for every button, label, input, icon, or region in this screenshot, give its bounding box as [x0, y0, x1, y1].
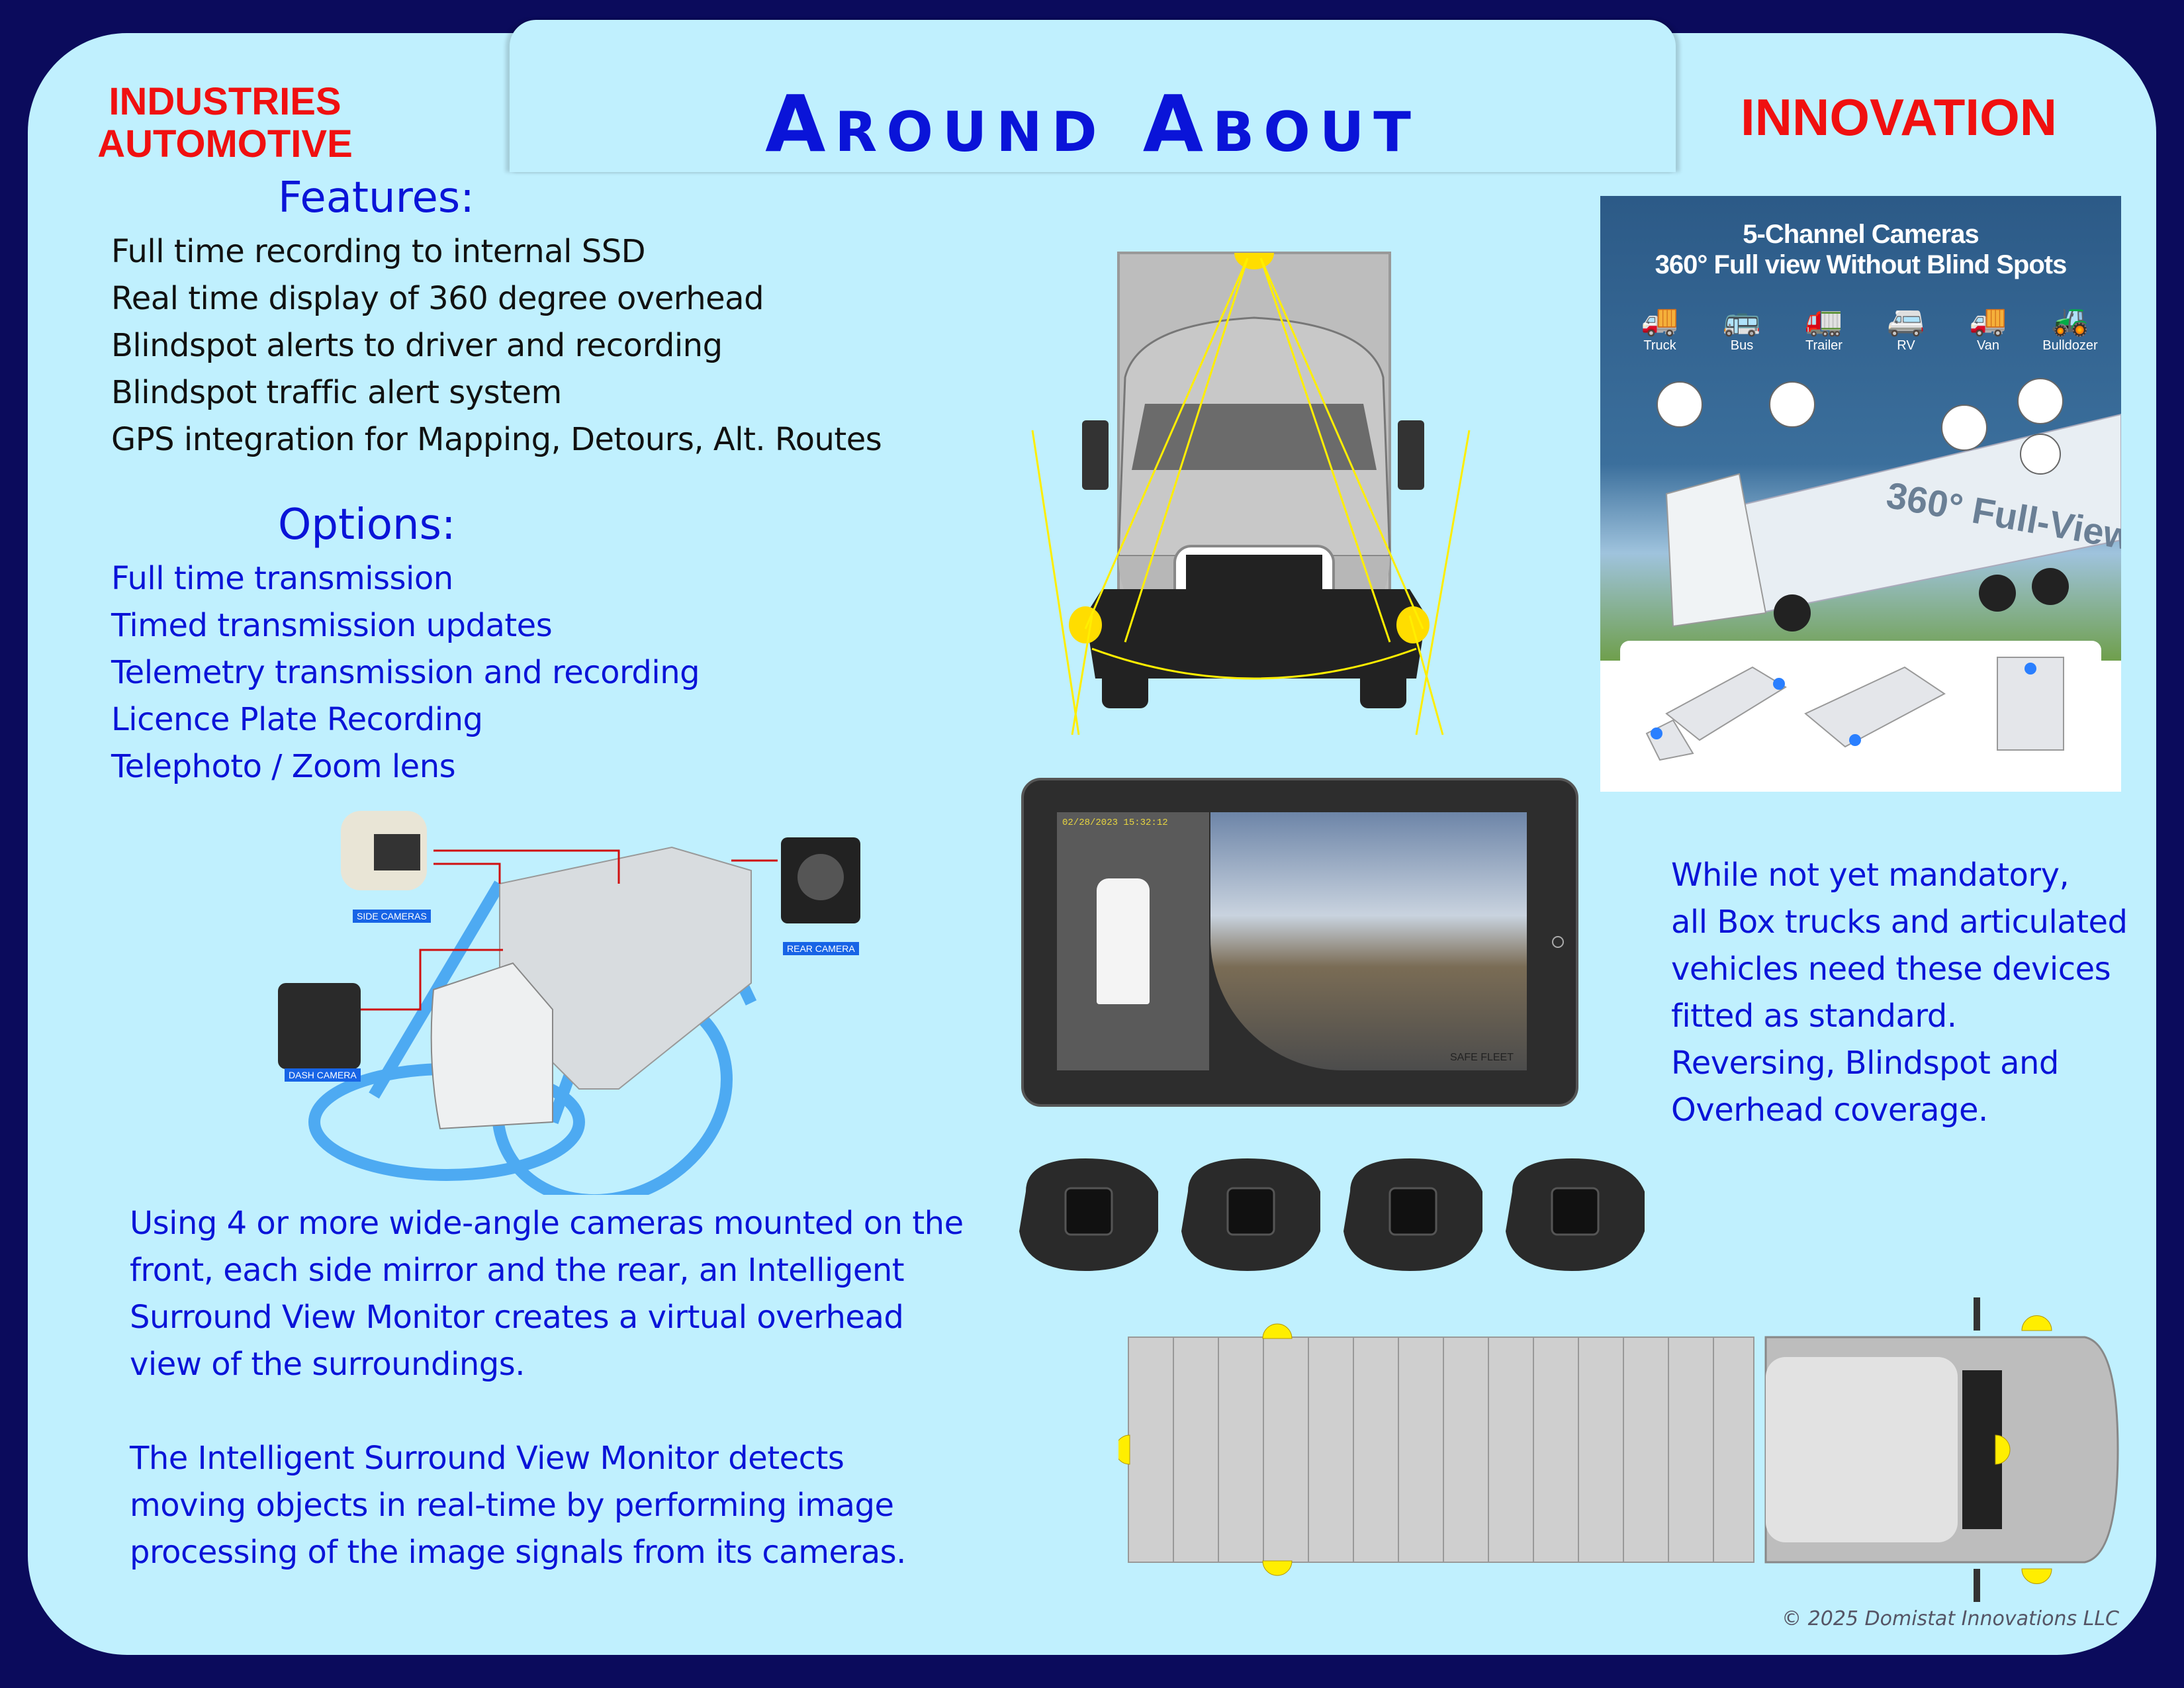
bulldozer-icon: 🚜	[2051, 303, 2089, 337]
vehicle-label: Bulldozer	[2042, 338, 2098, 353]
paragraph-line: view of the surroundings.	[130, 1346, 525, 1383]
vehicle-label: Van	[1976, 338, 2000, 353]
vehicle-icons: 🚚Truck 🚌Bus 🚛Trailer 🚐RV 🚚Van 🚜Bulldozer	[1627, 302, 2103, 353]
truck-front-diagram	[1031, 252, 1471, 735]
camera-placement-views	[1620, 641, 2101, 776]
truck-360-image: 360° Full-View	[1657, 378, 2121, 632]
product-inset: 5-Channel Cameras 360° Full view Without…	[1600, 196, 2121, 792]
option-item: Timed transmission updates	[111, 607, 553, 644]
timestamp: 02/28/2023 15:32:12	[1062, 818, 1168, 828]
option-item: Full time transmission	[111, 560, 453, 597]
paragraph-line: Surround View Monitor creates a virtual …	[130, 1299, 904, 1336]
vehicle-label: Truck	[1643, 338, 1676, 353]
rear-camera-view: SAFE FLEET	[1210, 812, 1527, 1070]
option-item: Licence Plate Recording	[111, 701, 483, 738]
truck-top-view-diagram	[1118, 1297, 2119, 1602]
feature-item: Full time recording to internal SSD	[111, 233, 646, 270]
camera-placement-diagram	[278, 811, 860, 1195]
vehicle-rv: 🚐RV	[1873, 302, 1939, 353]
description-line: vehicles need these devices	[1671, 951, 2111, 988]
feature-item: Blindspot traffic alert system	[111, 374, 562, 411]
title-tab	[510, 20, 1676, 172]
paragraph-line: Using 4 or more wide-angle cameras mount…	[130, 1205, 964, 1242]
brand-logo: SAFE FLEET	[1449, 1052, 1514, 1063]
option-item: Telemetry transmission and recording	[111, 654, 700, 691]
power-button[interactable]	[1552, 936, 1564, 948]
inset-title: 5-Channel Cameras	[1743, 220, 1979, 249]
option-item: Telephoto / Zoom lens	[111, 748, 456, 785]
description-line: Overhead coverage.	[1671, 1092, 1988, 1129]
vehicle-bulldozer: 🚜Bulldozer	[2037, 302, 2103, 353]
rear-camera-label: REAR CAMERA	[783, 942, 859, 955]
camera-units	[1019, 1158, 1645, 1271]
feature-item: Real time display of 360 degree overhead	[111, 280, 764, 317]
feature-item: GPS integration for Mapping, Detours, Al…	[111, 421, 882, 458]
options-heading: Options:	[278, 500, 456, 549]
vehicle-truck: 🚚Truck	[1627, 302, 1693, 353]
page-title: Around About	[765, 78, 1420, 169]
paragraph-line: front, each side mirror and the rear, an…	[130, 1252, 905, 1289]
industries-text: INDUSTRIES	[109, 80, 341, 123]
paragraph-line: moving objects in real-time by performin…	[130, 1487, 894, 1524]
vehicle-overhead	[1097, 878, 1150, 1004]
inset-subtitle: 360° Full view Without Blind Spots	[1655, 250, 2068, 279]
truck-icon: 🚚	[1641, 303, 1679, 337]
description-line: While not yet mandatory,	[1671, 857, 2070, 894]
vehicle-label: Bus	[1730, 338, 1754, 353]
description-line: Reversing, Blindspot and	[1671, 1045, 2059, 1082]
paragraph-line: processing of the image signals from its…	[130, 1534, 906, 1571]
description-line: fitted as standard.	[1671, 998, 1957, 1035]
vehicle-label: Trailer	[1805, 338, 1843, 353]
surround-view-monitor: 02/28/2023 15:32:12 SAFE FLEET	[1021, 778, 1578, 1107]
vehicle-trailer: 🚛Trailer	[1791, 302, 1857, 353]
bus-icon: 🚌	[1723, 303, 1761, 337]
vehicle-van: 🚚Van	[1955, 302, 2021, 353]
copyright: © 2025 Domistat Innovations LLC	[1782, 1607, 2119, 1630]
features-heading: Features:	[278, 173, 475, 222]
vehicle-bus: 🚌Bus	[1709, 302, 1775, 353]
automotive-text: AUTOMOTIVE	[97, 122, 353, 165]
industry-label: INDUSTRIES AUTOMOTIVE	[93, 81, 357, 165]
rv-icon: 🚐	[1887, 303, 1925, 337]
side-cameras-label: SIDE CAMERAS	[353, 910, 431, 923]
description-line: all Box trucks and articulated	[1671, 904, 2128, 941]
dash-camera-label: DASH CAMERA	[285, 1068, 361, 1082]
innovation-label: INNOVATION	[1741, 88, 2058, 146]
vehicle-label: RV	[1897, 338, 1915, 353]
van-icon: 🚚	[1969, 303, 2007, 337]
feature-item: Blindspot alerts to driver and recording	[111, 327, 723, 364]
trailer-icon: 🚛	[1805, 303, 1843, 337]
overhead-view: 02/28/2023 15:32:12	[1057, 812, 1209, 1070]
paragraph-line: The Intelligent Surround View Monitor de…	[130, 1440, 844, 1477]
